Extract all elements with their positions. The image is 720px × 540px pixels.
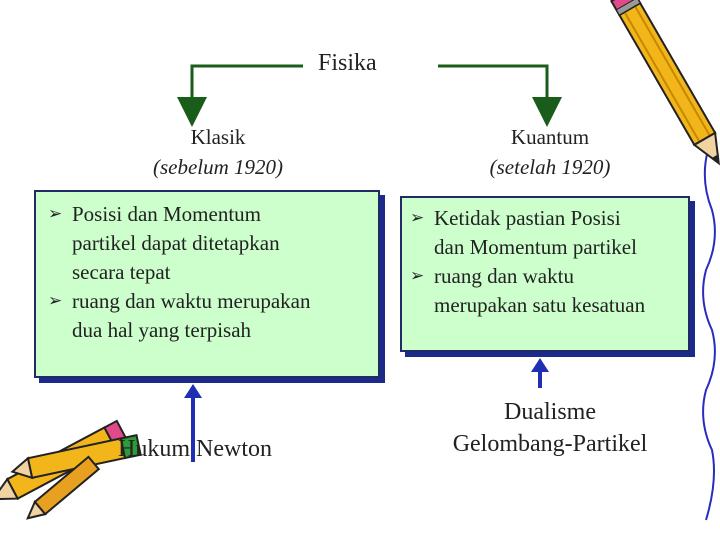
arrow-bullet-icon: ➢ <box>48 291 63 311</box>
kuantum-bullet-2-line: merupakan satu kesatuan <box>434 293 646 317</box>
klasik-bullet-2-line: dua hal yang terpisah <box>72 318 252 342</box>
arrow-bullet-icon: ➢ <box>48 204 63 224</box>
dualisme-line: Dualisme <box>504 399 596 425</box>
pencils-icon <box>0 419 142 520</box>
klasik-box: ➢ Posisi dan Momentum partikel dapat dit… <box>34 190 380 378</box>
kuantum-bullet-1-line: Ketidak pastian Posisi <box>434 206 621 230</box>
dualisme-label: Dualisme Gelombang-Partikel <box>430 396 670 460</box>
squiggle-decoration <box>702 149 716 521</box>
klasik-bullet-1-line: secara tepat <box>72 260 171 284</box>
klasik-bullet-1: ➢ Posisi dan Momentum partikel dapat dit… <box>48 200 378 287</box>
klasik-bullet-2-line: ruang dan waktu merupakan <box>72 289 311 313</box>
klasik-name: Klasik <box>190 125 246 149</box>
dualisme-line: Gelombang-Partikel <box>452 431 648 457</box>
klasik-period: (sebelum 1920) <box>152 155 284 179</box>
connector-to-kuantum <box>438 64 562 127</box>
arrow-up-left <box>184 384 202 462</box>
klasik-bullet-1-line: partikel dapat ditetapkan <box>72 231 280 255</box>
connector-to-klasik <box>177 64 303 127</box>
hukum-newton-label: Hukum Newton <box>118 436 272 462</box>
arrow-bullet-icon: ➢ <box>410 208 425 228</box>
kuantum-bullet-1-line: dan Momentum partikel <box>434 235 637 259</box>
kuantum-bullet-2: ➢ ruang dan waktu merupakan satu kesatua… <box>410 262 688 320</box>
branch-kuantum: Kuantum (setelah 1920) <box>470 122 630 182</box>
kuantum-name: Kuantum <box>510 125 590 149</box>
pencil-icon <box>609 0 720 166</box>
branch-klasik: Klasik (sebelum 1920) <box>118 122 318 182</box>
kuantum-box: ➢ Ketidak pastian Posisi dan Momentum pa… <box>400 196 690 352</box>
kuantum-period: (setelah 1920) <box>489 155 611 179</box>
kuantum-bullet-2-line: ruang dan waktu <box>434 264 574 288</box>
klasik-bullet-2: ➢ ruang dan waktu merupakan dua hal yang… <box>48 287 378 345</box>
kuantum-bullet-1: ➢ Ketidak pastian Posisi dan Momentum pa… <box>410 204 688 262</box>
arrow-bullet-icon: ➢ <box>410 266 425 286</box>
diagram-title: Fisika <box>318 50 377 76</box>
arrow-up-right <box>531 358 549 388</box>
klasik-bullet-1-line: Posisi dan Momentum <box>72 202 262 226</box>
